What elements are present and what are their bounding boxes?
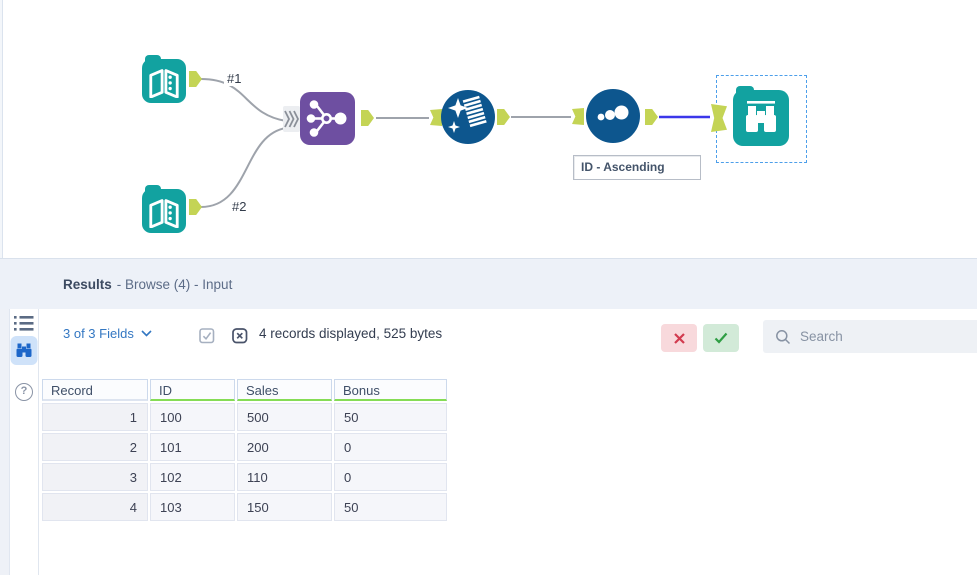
close-box-icon [232,328,248,344]
output-anchor[interactable] [645,109,658,125]
search-box [763,320,977,353]
data-cell[interactable]: 200 [237,433,332,461]
apply-checkmark-button[interactable] [199,328,215,349]
checkmark-box-icon [199,328,215,344]
input-data-book-icon [149,199,179,228]
double-chevron-icon [284,110,299,128]
browse-tool[interactable] [733,86,789,146]
column-header-record[interactable]: Record [42,379,148,401]
chevron-down-icon [141,330,152,337]
data-cell[interactable]: 0 [334,463,447,491]
output-anchor[interactable] [189,71,202,87]
results-subtitle: - Browse (4) - Input [116,276,233,292]
fields-dropdown-label: 3 of 3 Fields [63,326,134,341]
data-cell[interactable]: 50 [334,493,447,521]
binoculars-icon [16,343,32,357]
filter-false-button[interactable] [661,324,697,352]
list-icon [14,316,34,331]
input-data-tool-2[interactable] [142,185,186,233]
column-header-id[interactable]: ID [150,379,235,401]
search-icon [776,329,791,344]
union-multi-input-anchor[interactable] [283,106,300,132]
metadata-view-button[interactable] [14,315,34,337]
column-header-sales[interactable]: Sales [237,379,332,401]
results-pane-body: ? 3 of 3 Fields [0,309,977,575]
record-number-cell[interactable]: 2 [42,433,148,461]
input-anchor[interactable] [711,104,727,132]
data-cell[interactable]: 100 [150,403,235,431]
data-cell[interactable]: 150 [237,493,332,521]
record-number-cell[interactable]: 1 [42,403,148,431]
connections-layer [200,78,710,208]
table-header-row: Record ID Sales Bonus [42,379,447,401]
cancel-box-button[interactable] [232,328,248,349]
connection-1-label: #1 [224,71,245,86]
fields-dropdown[interactable]: 3 of 3 Fields [63,326,152,341]
binoculars-icon [746,101,776,132]
data-cleansing-tool[interactable] [441,90,495,144]
output-anchor[interactable] [361,110,374,126]
check-icon [714,332,728,344]
search-input[interactable] [800,329,977,344]
data-cleansing-icon [448,95,487,133]
input-anchor[interactable] [430,109,442,126]
connection-input1-union[interactable] [200,78,287,122]
union-icon [306,100,347,137]
data-cell[interactable]: 500 [237,403,332,431]
output-anchor[interactable] [497,109,510,125]
sort-icon [597,105,629,121]
output-anchor[interactable] [189,199,202,215]
input-anchor[interactable] [572,108,584,125]
records-summary: 4 records displayed, 525 bytes [259,326,443,341]
input-data-tool-1[interactable] [142,55,186,103]
help-icon[interactable]: ? [15,383,33,401]
data-cell[interactable]: 101 [150,433,235,461]
record-number-cell[interactable]: 3 [42,463,148,491]
results-title: Results [63,276,112,292]
sort-annotation[interactable]: ID - Ascending [573,155,701,180]
data-cell[interactable]: 103 [150,493,235,521]
workflow-canvas[interactable]: #1 #2 [0,0,977,258]
data-cell[interactable]: 50 [334,403,447,431]
record-number-cell[interactable]: 4 [42,493,148,521]
input-data-book-icon [149,69,179,98]
canvas-left-edge [0,0,3,258]
results-content: 3 of 3 Fields 4 records displayed, 525 b… [39,309,977,575]
data-cell[interactable]: 102 [150,463,235,491]
data-cell[interactable]: 110 [237,463,332,491]
data-cell[interactable]: 0 [334,433,447,461]
column-header-bonus[interactable]: Bonus [334,379,447,401]
sort-tool[interactable] [586,89,640,143]
data-view-button-active[interactable] [10,336,38,365]
results-side-toolbar: ? [10,309,39,575]
results-pane-header: Results - Browse (4) - Input [0,258,977,309]
x-icon [673,332,685,344]
left-gutter [0,309,10,575]
connection-2-label: #2 [229,199,250,214]
connection-input2-union[interactable] [200,127,287,208]
filter-true-button[interactable] [703,324,739,352]
union-tool[interactable] [300,92,355,145]
